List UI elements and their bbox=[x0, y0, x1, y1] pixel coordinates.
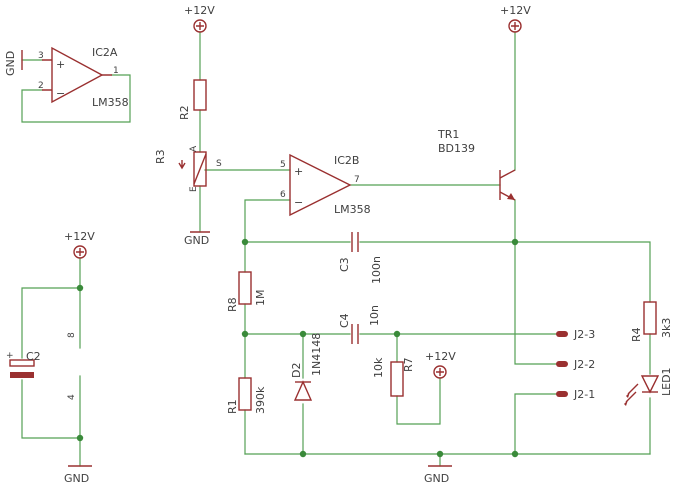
power-pins: 8 4 bbox=[67, 332, 77, 400]
vcc-label: +12V bbox=[500, 4, 531, 17]
r1-label: R1 bbox=[226, 399, 239, 414]
c4-label: C4 bbox=[338, 313, 351, 328]
r7-label: R7 bbox=[402, 357, 415, 372]
r2-label: R2 bbox=[178, 105, 191, 120]
c4-value: 10n bbox=[368, 305, 381, 326]
noninverting-sign: + bbox=[56, 58, 65, 71]
vcc-label: +12V bbox=[425, 350, 456, 363]
junction-dot bbox=[511, 450, 519, 458]
supply-symbol-12v: +12V bbox=[425, 350, 456, 379]
junction-dot bbox=[76, 284, 84, 292]
d2-value: 1N4148 bbox=[310, 333, 323, 376]
junction-dot bbox=[241, 330, 249, 338]
c2-label: C2 bbox=[26, 350, 41, 363]
supply-symbol-12v: +12V bbox=[64, 230, 95, 259]
d2-label: D2 bbox=[290, 363, 303, 378]
junction-dot bbox=[241, 238, 249, 246]
opamp-ic2b: + − 5 6 7 IC2B LM358 bbox=[280, 153, 371, 217]
c3-label: C3 bbox=[338, 257, 351, 272]
r8-value: 1M bbox=[254, 290, 267, 307]
pot-pin-a: A bbox=[189, 145, 199, 152]
pin-number: 1 bbox=[113, 66, 119, 76]
ic2b-label: IC2B bbox=[334, 154, 359, 167]
r4-label: R4 bbox=[630, 327, 643, 342]
vcc-label: +12V bbox=[64, 230, 95, 243]
gnd-label: GND bbox=[4, 51, 17, 76]
resistor-r8: R8 1M bbox=[226, 271, 267, 312]
pin-number: 4 bbox=[67, 394, 77, 400]
capacitor-c2: + C2 bbox=[6, 350, 41, 378]
c3-value: 100n bbox=[370, 256, 383, 284]
pin-number: 7 bbox=[354, 175, 360, 185]
supply-symbol-12v: +12V bbox=[184, 4, 215, 33]
j2-1-label: J2-1 bbox=[573, 388, 595, 401]
gnd-label: GND bbox=[64, 472, 89, 485]
ic2b-value: LM358 bbox=[334, 203, 371, 216]
r1-value: 390k bbox=[254, 386, 267, 414]
opamp-ic2a: + − 3 2 1 IC2A LM358 bbox=[38, 46, 129, 109]
junction-dot bbox=[299, 330, 307, 338]
pin-number: 6 bbox=[280, 190, 286, 200]
junction-dot bbox=[76, 434, 84, 442]
noninverting-sign: + bbox=[294, 165, 303, 178]
r7-value: 10k bbox=[372, 357, 385, 378]
r3-label: R3 bbox=[154, 149, 167, 164]
resistor-r4: R4 3k3 bbox=[630, 301, 673, 342]
gnd-label: GND bbox=[184, 234, 209, 247]
j2-2-label: J2-2 bbox=[573, 358, 595, 371]
resistor-r1: R1 390k bbox=[226, 377, 267, 414]
junction-dot bbox=[299, 450, 307, 458]
ic2a-label: IC2A bbox=[92, 46, 118, 59]
tr1-label: TR1 bbox=[437, 128, 459, 141]
wires bbox=[21, 31, 651, 467]
ic2a-value: LM358 bbox=[92, 96, 129, 109]
junction-dot bbox=[393, 330, 401, 338]
pot-pin-s: S bbox=[216, 159, 222, 169]
r4-value: 3k3 bbox=[660, 318, 673, 338]
connector-j2: J2-3 J2-2 J2-1 bbox=[556, 328, 595, 401]
j2-3-label: J2-3 bbox=[573, 328, 595, 341]
pin-number: 3 bbox=[38, 51, 44, 61]
junction-dot bbox=[511, 238, 519, 246]
r8-label: R8 bbox=[226, 297, 239, 312]
capacitor-c3: C3 100n bbox=[338, 232, 383, 284]
resistor-r2: R2 bbox=[178, 79, 207, 120]
junctions bbox=[76, 238, 519, 458]
tr1-value: BD139 bbox=[438, 142, 475, 155]
pin-number: 2 bbox=[38, 81, 44, 91]
transistor-tr1: TR1 BD139 bbox=[437, 128, 516, 201]
pot-pin-e: E bbox=[189, 186, 199, 192]
polarity-sign: + bbox=[6, 351, 14, 361]
led1-label: LED1 bbox=[660, 367, 673, 396]
junction-dot bbox=[436, 450, 444, 458]
diode-d2: D2 1N4148 bbox=[290, 333, 323, 401]
led-led1: LED1 bbox=[624, 367, 673, 406]
pin-number: 8 bbox=[67, 332, 77, 338]
pin-number: 5 bbox=[280, 160, 286, 170]
supply-symbol-12v: +12V bbox=[500, 4, 531, 33]
capacitor-c4: C4 10n bbox=[338, 305, 381, 344]
ground-symbol: GND bbox=[424, 465, 452, 485]
vcc-label: +12V bbox=[184, 4, 215, 17]
resistor-r7: 10k R7 bbox=[372, 357, 415, 397]
ground-symbol: GND bbox=[4, 50, 23, 76]
potentiometer-r3: R3 A E S bbox=[154, 145, 222, 192]
ground-symbol: GND bbox=[184, 231, 210, 247]
inverting-sign: − bbox=[56, 87, 65, 100]
ground-symbol: GND bbox=[64, 465, 92, 485]
inverting-sign: − bbox=[294, 196, 303, 209]
gnd-label: GND bbox=[424, 472, 449, 485]
